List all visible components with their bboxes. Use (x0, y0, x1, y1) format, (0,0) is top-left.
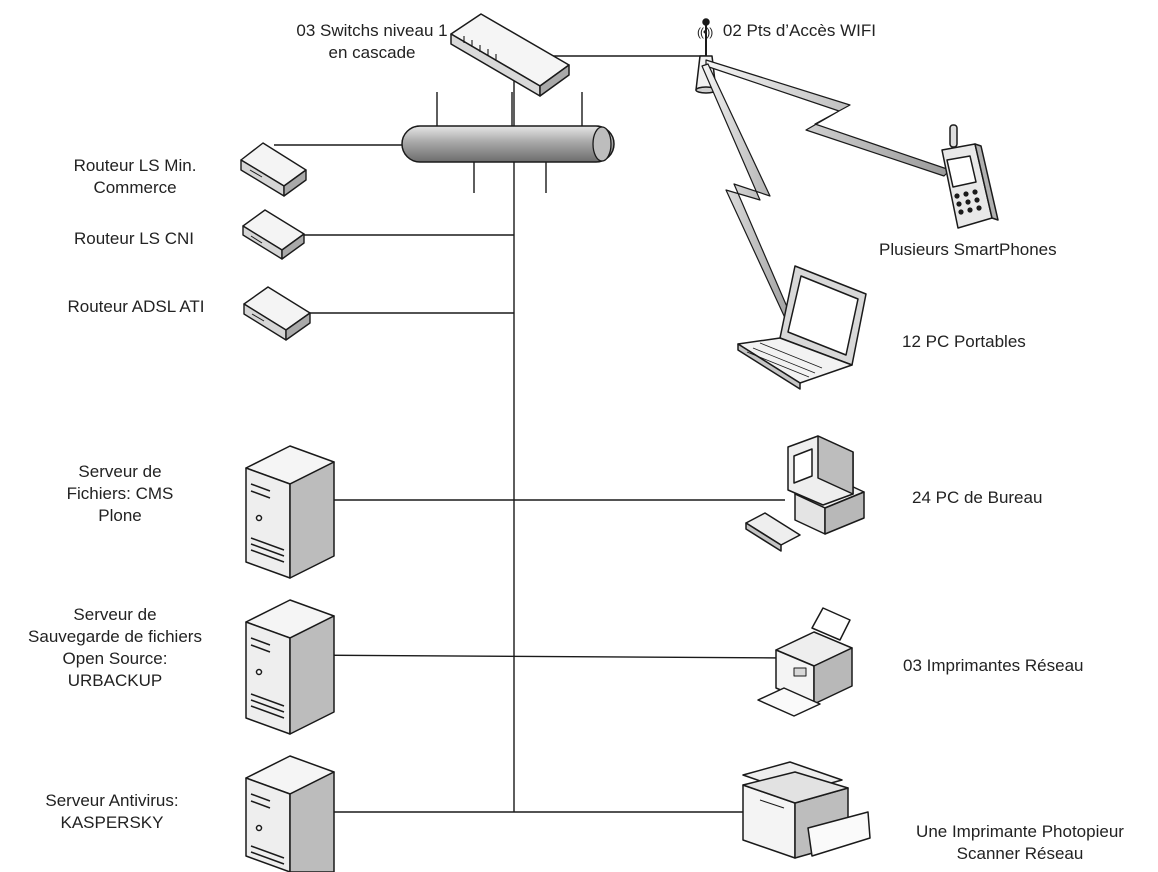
label-line: Open Source: (28, 648, 202, 670)
smartphone-icon (942, 125, 998, 228)
laptops-label: 12 PC Portables (902, 331, 1026, 353)
router-icon (244, 287, 310, 340)
router-ls-min-commerce-label: Routeur LS Min. Commerce (74, 155, 197, 199)
label-line: 03 Imprimantes Réseau (903, 655, 1083, 677)
label-line: Commerce (74, 177, 197, 199)
label-line: URBACKUP (28, 670, 202, 692)
label-line: Sauvegarde de fichiers (28, 626, 202, 648)
label-line: 12 PC Portables (902, 331, 1026, 353)
router-icon (243, 210, 304, 259)
label-line: Une Imprimante Photopieur (916, 821, 1124, 843)
wifi-link-laptop (702, 64, 797, 331)
label-line: Serveur Antivirus: (45, 790, 178, 812)
multifunction-printer-label: Une Imprimante Photopieur Scanner Réseau (916, 821, 1124, 865)
label-line: Routeur ADSL ATI (67, 296, 204, 318)
file-server-label: Serveur de Fichiers: CMS Plone (67, 461, 174, 527)
wifi-label-text: 02 Pts d’Accès WIFI (723, 21, 876, 40)
laptop-icon (738, 266, 866, 389)
wifi-label: ((•)) 02 Pts d’Accès WIFI (697, 20, 876, 43)
server-tower-icon (246, 446, 334, 578)
printer-icon (758, 608, 852, 716)
label-line: Scanner Réseau (916, 843, 1124, 865)
label-line: KASPERSKY (45, 812, 178, 834)
router-adsl-ati-label: Routeur ADSL ATI (67, 296, 204, 318)
switch-label: 03 Switchs niveau 1 en cascade (296, 20, 447, 64)
smartphones-label: Plusieurs SmartPhones (879, 239, 1057, 261)
switch-label-line-2: en cascade (296, 42, 447, 64)
label-line: Routeur LS CNI (74, 228, 194, 250)
server-tower-icon (246, 600, 334, 734)
multifunction-printer-icon (743, 762, 870, 858)
link-server-2 (290, 655, 786, 658)
label-line: Fichiers: CMS (67, 483, 174, 505)
backbone-bus (402, 126, 614, 162)
label-line: 24 PC de Bureau (912, 487, 1042, 509)
switch-icon (451, 14, 569, 96)
wifi-signal-icon: ((•)) (697, 25, 712, 39)
antivirus-server-label: Serveur Antivirus: KASPERSKY (45, 790, 178, 834)
label-line: Serveur de (28, 604, 202, 626)
backup-server-label: Serveur de Sauvegarde de fichiers Open S… (28, 604, 202, 692)
server-tower-icon (246, 756, 334, 872)
printers-label: 03 Imprimantes Réseau (903, 655, 1083, 677)
switch-label-line-1: 03 Switchs niveau 1 (296, 20, 447, 42)
desktops-label: 24 PC de Bureau (912, 487, 1042, 509)
label-line: Plone (67, 505, 174, 527)
router-ls-cni-label: Routeur LS CNI (74, 228, 194, 250)
label-line: Plusieurs SmartPhones (879, 239, 1057, 261)
router-icon (241, 143, 306, 196)
label-line: Serveur de (67, 461, 174, 483)
desktop-pc-icon (746, 436, 864, 551)
label-line: Routeur LS Min. (74, 155, 197, 177)
connection-lines (274, 55, 786, 812)
